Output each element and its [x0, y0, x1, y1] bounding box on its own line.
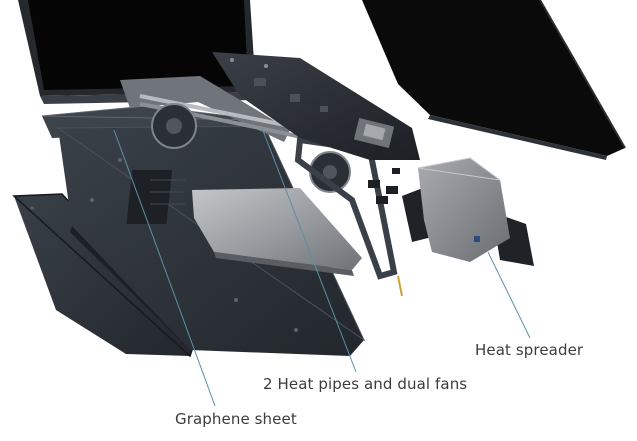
battery-plate — [192, 188, 362, 276]
small-components — [368, 168, 400, 204]
graphene-sheet-label: Graphene sheet — [175, 410, 297, 428]
callout-lines — [113, 127, 531, 407]
callout-line-heat-spreader — [487, 251, 531, 339]
heat-spreader-label: Heat spreader — [475, 341, 584, 359]
heat-spreader — [402, 157, 534, 266]
callout-line-graphene — [113, 129, 216, 407]
heat-pipes-fans-label: 2 Heat pipes and dual fans — [263, 375, 468, 393]
lid-left — [18, 0, 258, 104]
motherboard — [212, 52, 420, 160]
display-panel — [362, 0, 626, 160]
heat-pipes-fans — [120, 76, 403, 297]
callout-line-heat-pipes — [261, 127, 357, 373]
